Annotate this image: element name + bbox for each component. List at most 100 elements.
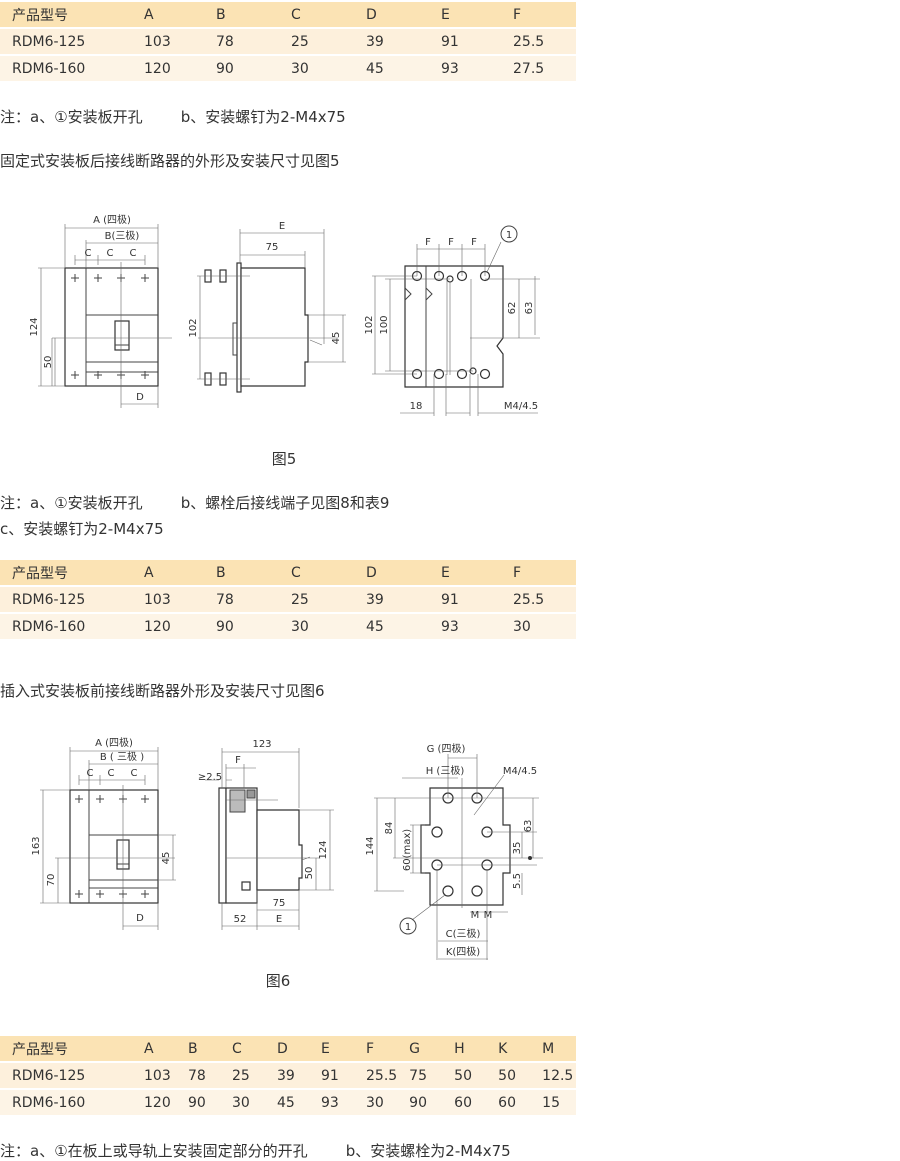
cell: 103 xyxy=(132,29,204,54)
cell: RDM6-160 xyxy=(0,1090,132,1115)
cell: RDM6-125 xyxy=(0,1063,132,1088)
dim-A: A (四极) xyxy=(93,213,131,226)
callout-1: 1 xyxy=(405,922,411,933)
cell: 90 xyxy=(176,1090,220,1115)
cell: 30 xyxy=(279,614,354,639)
cell: RDM6-160 xyxy=(0,56,132,81)
header: C xyxy=(279,560,354,585)
header: A xyxy=(132,1036,176,1061)
cell: 60 xyxy=(442,1090,487,1115)
cell: 91 xyxy=(429,29,501,54)
figure-6-caption: 图6 xyxy=(266,972,291,990)
cell: 120 xyxy=(132,614,204,639)
dim-F: F xyxy=(448,237,454,248)
cell: 78 xyxy=(204,29,279,54)
header: C xyxy=(220,1036,265,1061)
note-2a: 注：a、①安装板开孔 b、螺栓后接线端子见图8和表9 xyxy=(0,494,390,512)
dim-70: 70 xyxy=(46,874,57,887)
cell: 25.5 xyxy=(354,1063,398,1088)
dim-75: 75 xyxy=(273,898,286,909)
header: A xyxy=(132,2,204,27)
dim-M4: M4/4.5 xyxy=(504,401,538,412)
dim-50: 50 xyxy=(43,356,54,369)
cell: 39 xyxy=(354,587,429,612)
callout-1: 1 xyxy=(506,230,512,241)
heading-fig5: 固定式安装板后接线断路器的外形及安装尺寸见图5 xyxy=(0,152,340,170)
cell: 60 xyxy=(486,1090,531,1115)
dim-F: F xyxy=(471,237,477,248)
header: B xyxy=(176,1036,220,1061)
header: D xyxy=(354,2,429,27)
header: D xyxy=(354,560,429,585)
dim-D: D xyxy=(136,392,144,403)
dim-ge2.5: ≥2.5 xyxy=(198,772,222,783)
dim-F: F xyxy=(235,755,241,766)
dim-K-4pole: K(四极) xyxy=(446,945,480,958)
dim-45: 45 xyxy=(161,852,172,865)
dim-124: 124 xyxy=(318,840,329,859)
dim-C-3pole: C(三极) xyxy=(446,927,481,940)
header: F xyxy=(354,1036,398,1061)
dim-C: C xyxy=(108,768,115,779)
cell: 30 xyxy=(501,614,576,639)
dim-C: C xyxy=(87,768,94,779)
header: E xyxy=(429,560,501,585)
cell: 30 xyxy=(354,1090,398,1115)
cell: RDM6-125 xyxy=(0,29,132,54)
dim-C: C xyxy=(107,248,114,259)
cell: 91 xyxy=(429,587,501,612)
header-model: 产品型号 xyxy=(0,2,132,27)
cell: 45 xyxy=(354,56,429,81)
dim-35: 35 xyxy=(512,842,523,855)
header: M xyxy=(530,1036,576,1061)
cell: 93 xyxy=(429,614,501,639)
header: K xyxy=(486,1036,531,1061)
header: G xyxy=(397,1036,443,1061)
dim-M: M xyxy=(484,910,493,921)
cell: 78 xyxy=(204,587,279,612)
dim-E: E xyxy=(279,221,285,232)
cell: 15 xyxy=(530,1090,576,1115)
dim-63: 63 xyxy=(524,302,535,315)
cell: 39 xyxy=(265,1063,309,1088)
cell: 25.5 xyxy=(501,29,576,54)
dim-60max: 60(max) xyxy=(402,829,413,871)
dim-63: 63 xyxy=(523,820,534,833)
dim-45: 45 xyxy=(331,332,342,345)
dim-E: E xyxy=(276,914,282,925)
dim-F: F xyxy=(425,237,431,248)
cell: 12.5 xyxy=(530,1063,576,1088)
dim-H: H (三极) xyxy=(426,764,465,777)
dim-B: B ( 三极 ) xyxy=(100,750,144,763)
cell: 90 xyxy=(204,614,279,639)
dim-144: 144 xyxy=(365,836,376,855)
cell: 120 xyxy=(132,56,204,81)
cell: 93 xyxy=(429,56,501,81)
dim-62: 62 xyxy=(507,302,518,315)
cell: 93 xyxy=(309,1090,354,1115)
cell: 45 xyxy=(265,1090,309,1115)
cell: 103 xyxy=(132,1063,176,1088)
heading-fig6: 插入式安装板前接线断路器外形及安装尺寸见图6 xyxy=(0,682,325,700)
cell: 103 xyxy=(132,587,204,612)
header: E xyxy=(429,2,501,27)
cell: 91 xyxy=(309,1063,354,1088)
dim-84: 84 xyxy=(384,822,395,835)
dim-D: D xyxy=(136,913,144,924)
figure-6-drawing: A (四极) B ( 三极 ) C C C 163 70 45 D 123 F … xyxy=(31,736,543,990)
note-3: 注：a、①在板上或导轨上安装固定部分的开孔 b、安装螺栓为2-M4x75 xyxy=(0,1142,511,1160)
dim-M4: M4/4.5 xyxy=(503,766,537,777)
dim-M: M xyxy=(471,910,480,921)
figure-5-caption: 图5 xyxy=(272,450,297,468)
dim-18: 18 xyxy=(410,401,423,412)
cell: RDM6-125 xyxy=(0,587,132,612)
cell: 30 xyxy=(220,1090,265,1115)
cell: 120 xyxy=(132,1090,176,1115)
cell: 45 xyxy=(354,614,429,639)
dim-B: B(三极) xyxy=(105,229,140,242)
